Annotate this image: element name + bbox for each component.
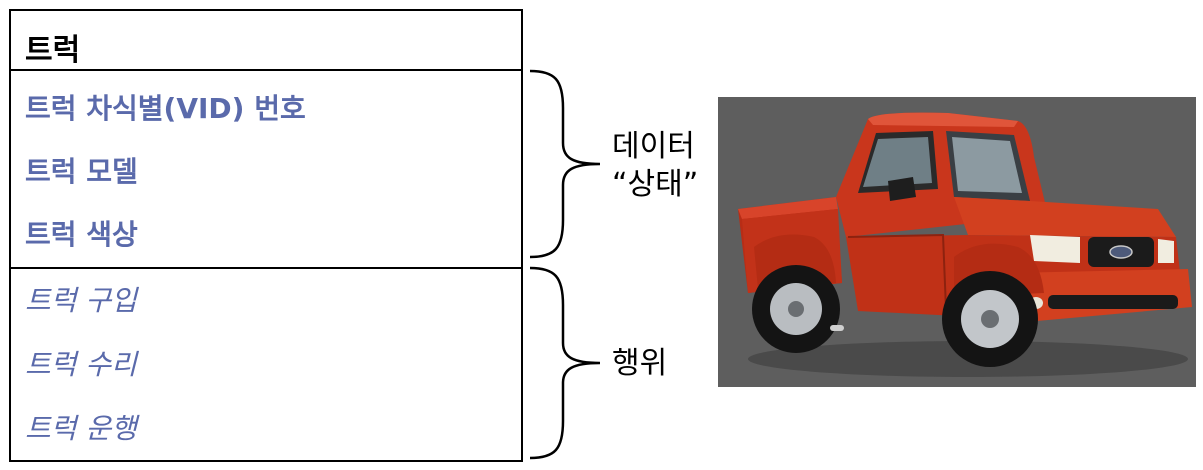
- data-label-line1: 데이터: [612, 129, 695, 164]
- behavior-label: 행위: [612, 346, 668, 381]
- class-name: 트럭: [25, 33, 81, 68]
- attribute-color: 트럭 색상: [25, 218, 138, 251]
- operation-repair: 트럭 수리: [25, 348, 137, 381]
- attribute-vid: 트럭 차식별(VID) 번호: [25, 92, 306, 125]
- pickup-truck-icon: [738, 112, 1192, 377]
- truck-photo: [718, 97, 1196, 387]
- operations-section: 트럭 구입 트럭 수리 트럭 운행: [11, 269, 521, 460]
- operation-buy: 트럭 구입: [25, 284, 137, 317]
- operation-drive: 트럭 운행: [25, 412, 137, 445]
- class-name-section: 트럭: [11, 11, 521, 71]
- data-brace: [529, 69, 601, 259]
- behavior-brace: [529, 266, 601, 460]
- attributes-section: 트럭 차식별(VID) 번호 트럭 모델 트럭 색상: [11, 71, 521, 269]
- attribute-model: 트럭 모델: [25, 155, 138, 188]
- class-box: 트럭 트럭 차식별(VID) 번호 트럭 모델 트럭 색상 트럭 구입 트럭 수…: [9, 9, 523, 462]
- data-label-line2: “상태”: [612, 167, 699, 202]
